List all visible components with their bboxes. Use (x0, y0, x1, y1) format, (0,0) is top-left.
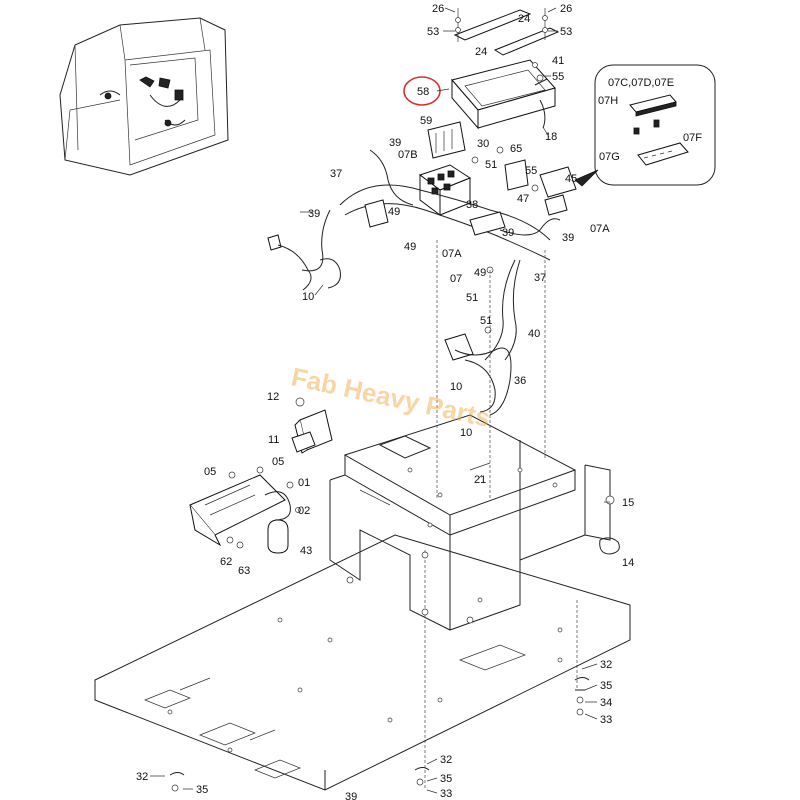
part-label: 53 (560, 26, 572, 38)
part-label: 15 (622, 497, 634, 509)
part-label: 26 (432, 3, 444, 15)
part-label: 51 (485, 159, 497, 171)
highlight-circle (403, 76, 441, 106)
part-label: 30 (477, 138, 489, 150)
part-label: 49 (474, 267, 486, 279)
part-label: 39 (502, 227, 514, 239)
connector-inset (574, 64, 716, 187)
part-label: 32 (440, 754, 452, 766)
label-ticks (150, 7, 610, 794)
part-label: 07H (598, 95, 618, 107)
part-label: 43 (300, 545, 312, 557)
part-label: 10 (302, 291, 314, 303)
part-label: 32 (600, 659, 612, 671)
part-label: 07 (450, 273, 462, 285)
part-label: 07A (442, 248, 462, 260)
part-label: 36 (514, 375, 526, 387)
part-label: 07C,07D,07E (608, 77, 674, 89)
part-label: 39 (389, 137, 401, 149)
part-label: 35 (600, 680, 612, 692)
part-label: 35 (440, 773, 452, 785)
part-label: 53 (427, 26, 439, 38)
part-label: 24 (518, 13, 530, 25)
part-label: 37 (534, 272, 546, 284)
part-label: 39 (308, 208, 320, 220)
cab-inset (59, 17, 229, 176)
part-label: 40 (528, 328, 540, 340)
part-label: 35 (196, 784, 208, 796)
part-labels: 26 26 53 53 24 24 41 55 58 18 07C,07D,07… (136, 3, 702, 800)
part-label: 41 (552, 55, 564, 67)
part-label: 07B (398, 149, 418, 161)
part-label: 11 (268, 434, 279, 446)
part-label: 49 (404, 241, 416, 253)
part-label: 14 (622, 557, 634, 569)
part-label: 33 (600, 714, 612, 726)
part-label: 34 (600, 697, 612, 709)
part-label: 02 (298, 505, 310, 517)
part-label: 51 (466, 292, 478, 304)
part-label: 07A (590, 223, 610, 235)
part-label: 39 (562, 232, 574, 244)
part-label: 33 (440, 788, 452, 800)
part-label: 26 (560, 3, 572, 15)
part-label: 10 (450, 381, 462, 393)
controller-58 (451, 59, 556, 130)
leader-lines (424, 240, 578, 790)
part-label: 24 (475, 46, 487, 58)
part-label: 05 (204, 466, 216, 478)
part-label: 47 (517, 193, 529, 205)
part-label: 12 (267, 391, 279, 403)
part-label: 01 (298, 477, 310, 489)
upper-frame (329, 414, 611, 631)
part-label: 37 (330, 168, 342, 180)
part-label: 59 (420, 115, 432, 127)
left-parts (189, 397, 333, 554)
part-label: 45 (565, 173, 577, 185)
part-label: 65 (510, 143, 522, 155)
part-label: 49 (388, 206, 400, 218)
part-label: 55 (552, 71, 564, 83)
part-label: 51 (480, 315, 492, 327)
part-label: 62 (220, 556, 232, 568)
part-label: 18 (545, 131, 557, 143)
bracket-group (453, 8, 560, 56)
part-label: 39 (345, 791, 357, 800)
floor-plate (94, 534, 631, 791)
part-label: 05 (272, 456, 284, 468)
right-parts (169, 495, 620, 792)
part-label: 21 (474, 474, 486, 486)
part-label: 07F (683, 132, 702, 144)
part-label: 32 (136, 771, 148, 783)
part-label: 55 (525, 165, 537, 177)
part-label: 58 (417, 86, 429, 98)
harness-center (267, 121, 577, 416)
part-label: 10 (460, 427, 472, 439)
part-label: 07G (599, 151, 620, 163)
part-label: 38 (466, 199, 478, 211)
part-label: 63 (238, 565, 250, 577)
